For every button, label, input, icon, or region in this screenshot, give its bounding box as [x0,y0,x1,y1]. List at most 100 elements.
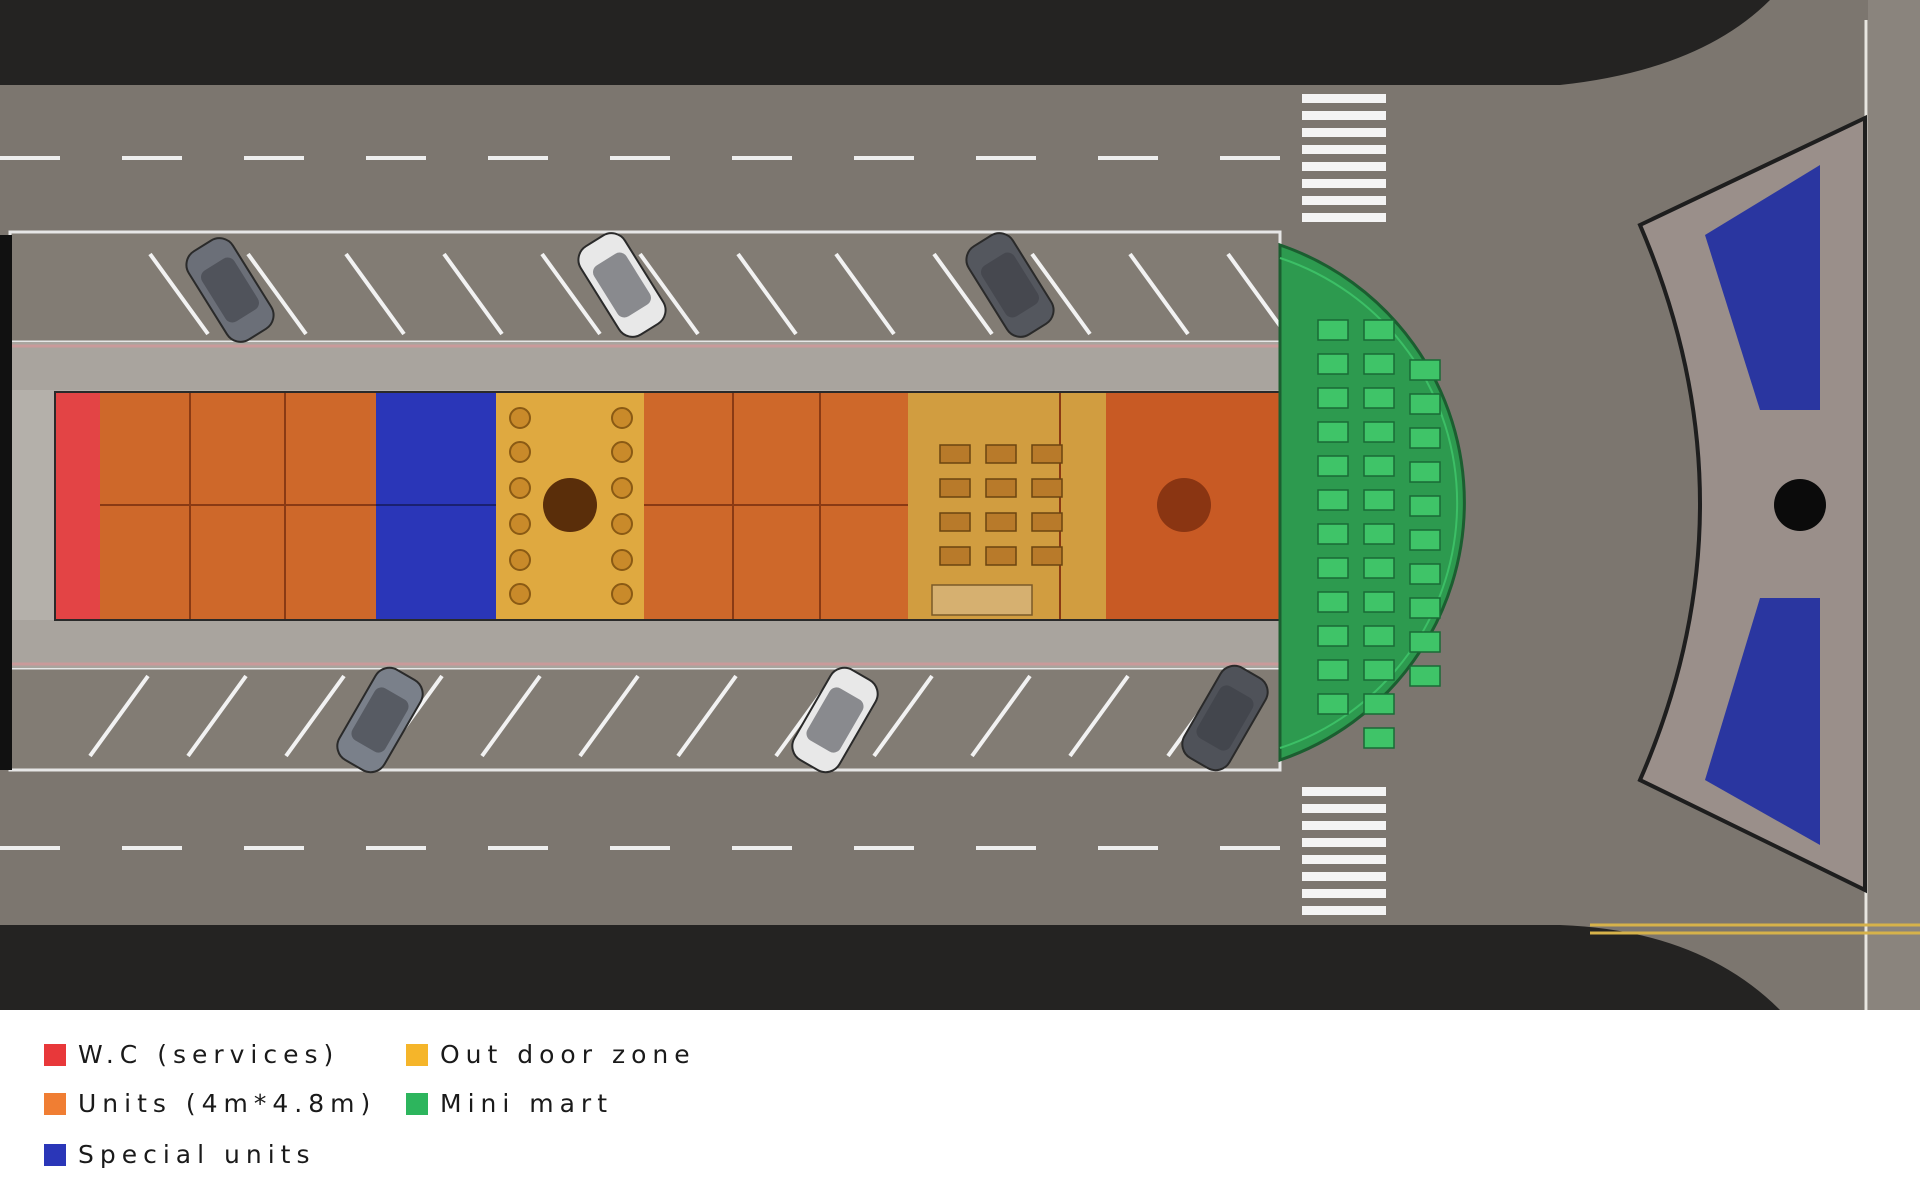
table [611,477,633,499]
cross-street [1868,0,1920,1010]
crosswalk-stripe [1302,838,1386,847]
shelf [1317,693,1349,715]
legend-item-minimart: Mini mart [406,1089,613,1118]
shelf [1363,455,1395,477]
crosswalk-stripe [1302,855,1386,864]
shelf [1409,461,1441,483]
shelf [1363,387,1395,409]
crosswalk-stripe [1302,145,1386,154]
parking-line [88,674,150,758]
table [509,549,531,571]
legend-label: W.C (services) [78,1040,340,1069]
parking-line [1226,252,1288,336]
crosswalk-stripe [1302,804,1386,813]
table [509,583,531,605]
parking-lines [88,252,1288,758]
shelf [1317,489,1349,511]
crosswalk-stripe [1302,94,1386,103]
car [791,666,879,774]
table [939,478,971,498]
parking-line [638,252,700,336]
shelf [1409,529,1441,551]
legend-label: Units (4m*4.8m) [78,1089,377,1118]
legend-swatch [44,1143,66,1166]
tree-planter [543,478,597,532]
car [185,237,275,343]
shelf [1317,591,1349,613]
table [985,512,1017,532]
island-planter-bottom [1705,598,1820,845]
shelf [1317,353,1349,375]
legend-label: Out door zone [440,1040,696,1069]
shelf [1317,523,1349,545]
parking-line [1128,252,1190,336]
island-marker [1774,479,1826,531]
table [985,444,1017,464]
table [611,513,633,535]
table [611,407,633,429]
shelf [1363,727,1395,749]
parking-line [970,674,1032,758]
shelf [1363,659,1395,681]
legend-swatch [44,1043,66,1066]
shelf [1409,427,1441,449]
shelf [1363,353,1395,375]
crosswalks [1302,94,1386,915]
crosswalk-stripe [1302,821,1386,830]
table [1031,546,1063,566]
shelf [1363,625,1395,647]
parking-line [1030,252,1092,336]
shelf [1317,659,1349,681]
car [1181,664,1269,772]
parking-line [344,252,406,336]
crosswalk-stripe [1302,906,1386,915]
shelf [1317,421,1349,443]
car [965,232,1055,338]
sidewalk-bottom [10,620,1280,668]
island-planter-top [1705,165,1820,410]
table [1031,478,1063,498]
shelf [1409,597,1441,619]
parking-line [676,674,738,758]
table [985,546,1017,566]
shelf [1363,421,1395,443]
parking-bottom [8,666,1282,772]
shelf [1363,319,1395,341]
crosswalk-stripe [1302,162,1386,171]
shelf [1363,591,1395,613]
table [509,441,531,463]
crosswalk-stripe [1302,787,1386,796]
parking-line [932,252,994,336]
shelf [1409,563,1441,585]
parked-cars [185,232,1269,774]
shelf [1409,393,1441,415]
legend-swatch [406,1043,428,1066]
car [577,232,667,338]
shelf [1317,625,1349,647]
parking-line [1068,674,1130,758]
table [611,583,633,605]
shelf [1409,631,1441,653]
shelf [1317,387,1349,409]
zone-outdoor-2 [908,392,1106,620]
shelf [1409,495,1441,517]
table [939,444,971,464]
outdoor-tables [509,407,1063,616]
table [611,441,633,463]
legend: W.C (services) Units (4m*4.8m) Special u… [0,1010,1920,1192]
parking-line [148,252,210,336]
zone-wc [55,392,100,620]
minimart-shelves [1317,319,1441,749]
crosswalk-stripe [1302,111,1386,120]
parking-line [834,252,896,336]
shelf [1317,319,1349,341]
parking-line [736,252,798,336]
parking-line [872,674,934,758]
shelf [1363,557,1395,579]
legend-swatch [44,1092,66,1115]
table [1031,444,1063,464]
legend-item-special: Special units [44,1140,316,1169]
crosswalk-stripe [1302,128,1386,137]
parking-line [578,674,640,758]
